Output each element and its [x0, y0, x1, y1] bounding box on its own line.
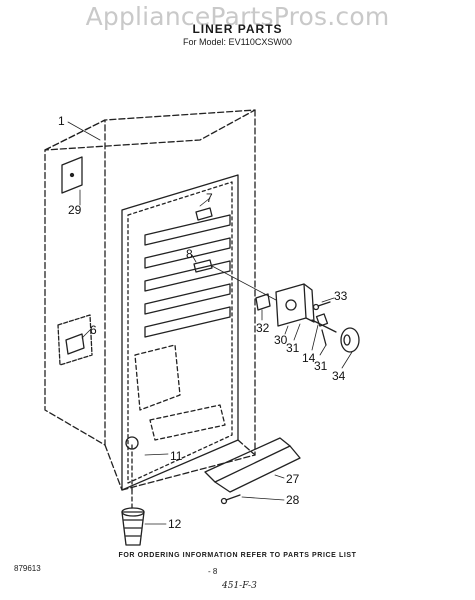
part-12-drain-fitting	[121, 511, 145, 546]
document-number: 879613	[14, 564, 41, 573]
callout-31a: 31	[286, 341, 300, 355]
part-30-control-housing	[275, 283, 307, 327]
ordering-note: FOR ORDERING INFORMATION REFER TO PARTS …	[118, 552, 357, 559]
callout-8: 8	[186, 247, 193, 261]
callout-33: 33	[334, 289, 348, 303]
watermark-logo: AppliancePartsPros.com	[85, 2, 390, 31]
callout-32: 32	[256, 321, 270, 335]
liner-side-panel	[44, 119, 106, 446]
liner-top	[44, 109, 256, 151]
part-34-knob	[340, 327, 360, 353]
callout-7: 7	[206, 191, 213, 205]
part-33-screw	[317, 301, 331, 307]
handwritten-note: 451-F-3	[222, 581, 257, 591]
shelf-rib-4	[144, 283, 231, 315]
lower-compartment	[134, 344, 181, 411]
part-7-clip	[195, 207, 213, 221]
part-28-screw	[225, 494, 241, 501]
part-31-bushing	[315, 313, 329, 327]
callout-6: 6	[90, 323, 97, 337]
callout-14: 14	[302, 351, 316, 365]
callout-1: 1	[58, 114, 65, 128]
callout-28: 28	[286, 493, 300, 507]
callout-30: 30	[274, 333, 288, 347]
callout-31b: 31	[314, 359, 328, 373]
part-6-bracket	[57, 314, 93, 366]
model-number: For Model: EV110CXSW00	[183, 37, 292, 47]
shelf-rib-5	[144, 306, 231, 338]
callout-29: 29	[68, 203, 82, 217]
liner-front-frame	[121, 174, 239, 491]
callout-27: 27	[286, 472, 300, 486]
shelf-rib-1	[144, 214, 231, 246]
page-number: - 8	[208, 567, 218, 576]
shelf-rib-3	[144, 260, 231, 292]
callout-12: 12	[168, 517, 182, 531]
part-32-bracket	[255, 293, 271, 311]
diagram-title: LINER PARTS	[192, 22, 283, 36]
part-14-shaft	[311, 319, 337, 333]
callout-11: 11	[170, 449, 183, 463]
part-8-clip	[193, 259, 213, 273]
shelf-rib-2	[144, 237, 231, 269]
callout-34: 34	[332, 369, 346, 383]
part-29-bracket	[61, 156, 83, 194]
